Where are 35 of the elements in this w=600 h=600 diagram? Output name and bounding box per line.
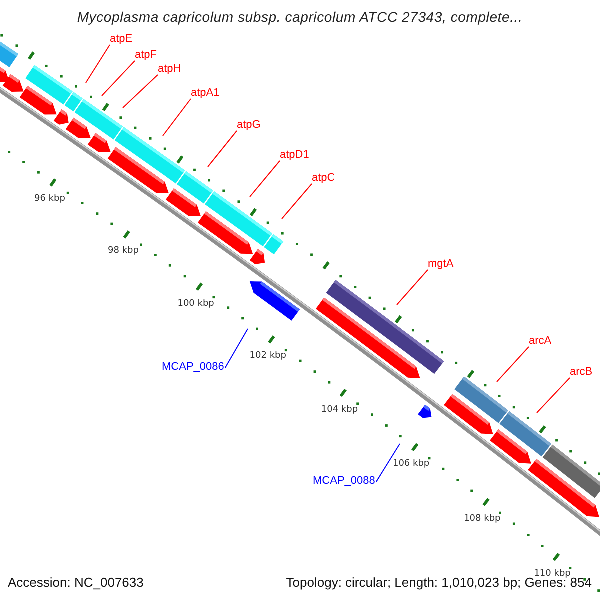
- leader-line: [122, 74, 158, 108]
- leader-line: [396, 270, 428, 306]
- leader-line: [86, 44, 110, 84]
- scale-label: 108 kbp: [464, 514, 501, 524]
- leader-line: [496, 346, 530, 382]
- footer-text: Topology: circular; Length: 1,010,023 bp; Genes: 854: [286, 576, 592, 589]
- scale-label: 102 kbp: [250, 352, 286, 362]
- leader-line: [282, 184, 312, 220]
- gene-label: atpG: [237, 120, 261, 131]
- gene-label: arcA: [529, 336, 552, 347]
- gene-label: atpE: [110, 34, 133, 45]
- leader-line: [536, 378, 570, 414]
- gene-label: MCAP_0086: [162, 362, 224, 373]
- leader-line: [376, 444, 400, 483]
- leader-line: [208, 130, 238, 168]
- gene-label: MCAP_0088: [313, 476, 376, 487]
- footer-text: Accession: NC_007633: [8, 576, 144, 589]
- scale-label: 104 kbp: [321, 406, 358, 415]
- scale-label: 110 kbp: [534, 570, 571, 579]
- leader-line: [102, 60, 136, 96]
- leader-line: [250, 160, 280, 198]
- gene-label: atpF: [135, 50, 158, 61]
- gene-label: atpH: [158, 64, 182, 75]
- scale-label: 106 kbp: [392, 460, 430, 470]
- gene-label: atpD1: [280, 150, 310, 161]
- gene-label: atpA1: [191, 88, 220, 99]
- gene-label: atpC: [312, 173, 336, 184]
- leader-line: [224, 328, 248, 369]
- gene-label: arcB: [570, 367, 593, 378]
- scale-label: 98 kbp: [108, 247, 139, 256]
- gene-label: mgtA: [428, 259, 454, 270]
- scale-label: 96 kbp: [34, 195, 66, 204]
- scale-label: 100 kbp: [178, 300, 214, 309]
- leader-line: [162, 98, 192, 136]
- diagram-title: Mycoplasma capricolum subsp. capricolum ATCC 27343, complete...: [76, 10, 524, 24]
